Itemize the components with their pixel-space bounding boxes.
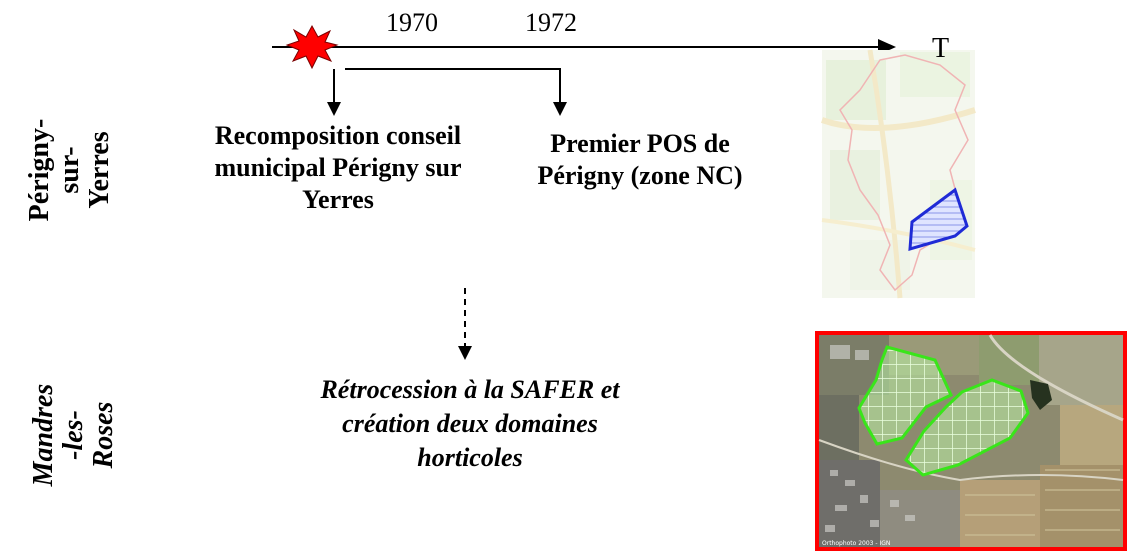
mandres-aerial-map — [815, 331, 1127, 551]
mandres-zone-left — [857, 345, 953, 446]
year-1970-label: 1970 — [386, 8, 438, 37]
event-burst-icon — [285, 24, 339, 70]
time-axis-label: T — [932, 33, 950, 64]
map-credit-text: Orthophoto 2003 - IGN — [822, 540, 891, 547]
perigny-map — [821, 49, 976, 299]
arrow-pos-line — [345, 68, 561, 104]
mandres-zone-right — [904, 378, 1030, 477]
perigny-zone-highlight — [908, 187, 969, 252]
arrow-pos-head — [553, 102, 567, 116]
event-premier-pos-text: Premier POS de Périgny (zone NC) — [537, 129, 743, 190]
year-1972-label: 1972 — [525, 8, 577, 37]
arrow-recomposition-head — [327, 102, 341, 116]
arrow-retrocession-head — [458, 346, 472, 360]
event-recomposition-text: Recomposition conseil municipal Périgny … — [214, 121, 462, 214]
event-retrocession-text: Rétrocession à la SAFER et création deux… — [320, 375, 620, 472]
row-label-perigny: Périgny- sur- Yerres — [24, 118, 115, 222]
row-label-mandres: Mandres -les- Roses — [28, 383, 119, 487]
